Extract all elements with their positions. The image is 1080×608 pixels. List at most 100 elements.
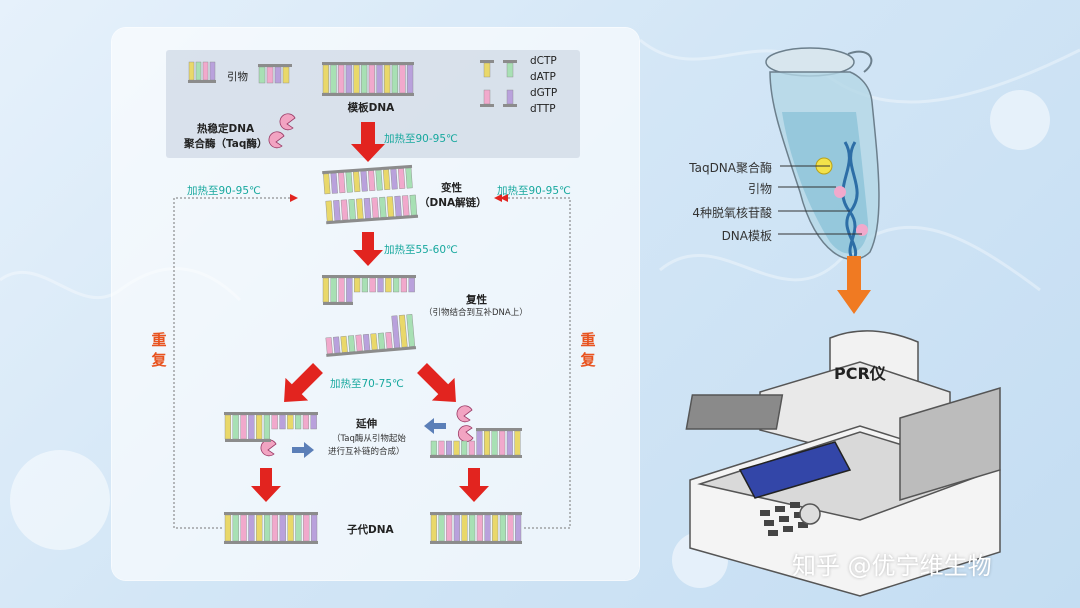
tube-label-nucleotides: 4种脱氧核苷酸 [692,206,772,220]
primer-icon-2-base [274,66,282,84]
annealed-bottom-base [391,315,401,349]
enzyme-icon [268,131,285,149]
pcr-screen [738,441,852,499]
extension-right-base [491,430,498,456]
extension-right-base [499,430,506,456]
daughter-dna-right-base-pair [515,514,522,542]
repeat-label-right: 重复 [580,331,596,369]
daughter-dna-left-bottom-strand [224,541,318,544]
annealed-top-base [330,277,337,303]
denatured-top-base [330,172,338,194]
loop-line-left [173,194,298,529]
extension-left-base [271,414,278,430]
daughter-dna-left-base-pair [248,514,255,542]
denatured-top-base [397,168,406,189]
primer-icon-base [188,61,195,81]
denatured-bottom-base [348,198,356,220]
heat-step-2: 加热至55-60℃ [384,244,458,256]
annealed-bottom-base [355,334,363,352]
extend-subtitle-line1: （Taq酶从引物起始 [332,434,406,444]
extension-right-base [468,440,475,456]
primer-dot-icon [834,186,846,198]
denatured-top-base [367,170,376,192]
arrow-tube-to-machine [837,256,871,314]
daughter-dna-left-base-pair [240,514,247,542]
daughter-dna-left-base-pair [303,514,310,542]
template-dna-base-pair [353,64,360,94]
tube-label-primer: 引物 [747,182,772,196]
nucleotide-icon-base [506,62,514,78]
extension-left-base [295,414,302,430]
annealed-bottom-base [385,331,393,349]
enzyme-icon [279,113,296,131]
denatured-top-base [345,171,353,193]
loop-heat-right: 加热至90-95℃ [497,185,571,197]
nucleotide-icon-strand [480,60,494,63]
denatured-bottom-base [363,197,372,219]
polymerase-label-line1: 热稳定DNA [197,123,255,135]
tube-label-template: DNA模板 [721,229,772,243]
template-dna-label: 模板DNA [347,102,395,114]
daughter-dna-right-base-pair [438,514,445,542]
denatured-bottom-base [340,199,349,221]
extension-right-base [438,440,445,456]
daughter-dna-left-base-pair [232,514,239,542]
template-dna-base-pair [361,64,368,94]
annealed-top-base [393,277,400,293]
template-dna-base-pair [368,64,375,94]
denatured-top-base [375,169,383,191]
daughter-dna-left-top-strand [224,512,318,515]
repeat-label-left: 重复 [151,331,167,369]
daughter-dna-right-base-pair [453,514,460,542]
arrow-down [459,468,489,502]
pcr-tube [765,47,880,264]
denatured-bottom-base [409,194,418,216]
template-dna-bottom-strand [322,93,414,96]
primer-label: 引物 [227,71,248,83]
background-helix-right [659,225,1041,292]
primer-icon-2-base [266,66,274,84]
extension-right-base [453,440,460,456]
denatured-bottom-base [394,195,402,217]
anneal-subtitle: （引物结合到互补DNA上） [424,308,528,318]
dial-icon [799,503,821,525]
denatured-top-base [382,169,391,191]
enzyme-icon [260,439,277,457]
extend-title: 延伸 [356,418,377,430]
annealed-top-base [400,277,408,293]
denatured-top-strand [322,164,413,175]
nucleotide-dgtp: dGTP [530,87,558,99]
extension-left-base [224,414,232,440]
denatured-bottom-base [333,200,341,221]
denatured-top-base [353,171,361,193]
extension-left-new-strand [225,439,271,442]
extend-subtitle-line2: 进行互补链的合成） [328,447,405,457]
template-dna-base-pair [391,64,398,94]
template-dna-base-pair [322,64,329,94]
extension-left-base [232,414,239,440]
denatured-top-base [323,173,331,195]
nucleotide-icon-base [506,89,514,105]
annealed-top-base [408,277,415,293]
annealed-bottom-base [362,333,371,351]
template-dna-base-pair [407,64,414,94]
arrow-diagonal-right [417,363,456,402]
primer-icon-base [209,61,216,81]
extension-left-base [302,414,310,430]
annealed-top-base [377,277,384,293]
nucleotide-icon-base [483,89,491,105]
heat-step-3: 加热至70-75℃ [330,378,404,390]
daughter-dna-right-base-pair [476,514,483,542]
nucleotide-icon-strand [480,104,494,107]
daughter-dna-left-base-pair [263,514,271,542]
template-dna-top-strand [322,62,414,65]
annealed-bottom-base [398,314,408,348]
denatured-top-base [338,172,346,194]
loop-heat-left: 加热至90-95℃ [187,185,261,197]
primer-icon-base [202,61,209,81]
arrow-down [251,468,281,502]
denature-subtitle: （DNA解链） [419,197,487,209]
daughter-dna-label: 子代DNA [347,524,394,536]
daughter-dna-left-base-pair [287,514,294,542]
nucleotide-dctp: dCTP [530,55,557,67]
